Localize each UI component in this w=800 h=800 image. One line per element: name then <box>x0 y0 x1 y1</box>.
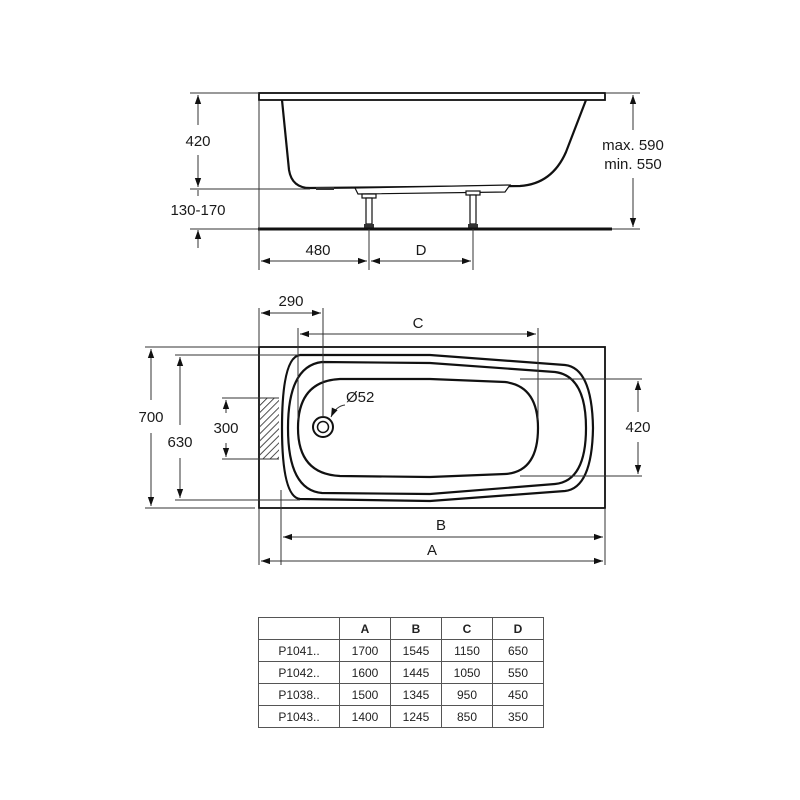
value-c: 950 <box>441 683 493 706</box>
support-leg <box>361 193 377 228</box>
tub-outline <box>258 346 606 509</box>
dim-outer-width: 700 <box>138 409 163 426</box>
dim-rim-height: 420 <box>185 133 210 150</box>
table-row: P1043.. 1400 1245 850 350 <box>258 705 544 728</box>
value-d: 550 <box>492 661 544 684</box>
dim-total-height-max: max. 590 <box>602 137 664 154</box>
dim-drain-diameter: Ø52 <box>346 389 374 406</box>
inner-contour <box>286 360 588 496</box>
drain-icon <box>312 416 334 438</box>
value-a: 1400 <box>339 705 391 728</box>
table-header-b: B <box>390 617 442 640</box>
model-cell: P1041.. <box>258 639 340 662</box>
support-leg <box>465 190 481 228</box>
value-a: 1500 <box>339 683 391 706</box>
dim-inner-width: 630 <box>167 434 192 451</box>
dimensions-table: A B C D P1041.. 1700 1545 1150 650 P1042… <box>258 617 544 728</box>
dim-leg-height: 130-170 <box>170 202 225 219</box>
model-cell: P1038.. <box>258 683 340 706</box>
value-a: 1700 <box>339 639 391 662</box>
value-b: 1345 <box>390 683 442 706</box>
top-view: Ø52 290 C 700 630 <box>138 293 651 565</box>
value-d: 650 <box>492 639 544 662</box>
value-b: 1245 <box>390 705 442 728</box>
value-b: 1445 <box>390 661 442 684</box>
side-view: 420 130-170 max. 590 min. 550 480 D <box>170 92 664 270</box>
dim-inner-rim-length: B <box>436 517 446 534</box>
model-cell: P1043.. <box>258 705 340 728</box>
value-b: 1545 <box>390 639 442 662</box>
dim-leg-spacing: D <box>416 242 427 259</box>
value-c: 1050 <box>441 661 493 684</box>
dim-bottom-width: 420 <box>625 419 650 436</box>
bottom-contour <box>296 377 540 479</box>
table-header-model <box>258 617 340 640</box>
dim-overall-length: A <box>427 542 437 559</box>
table-header-a: A <box>339 617 391 640</box>
table-row: P1038.. 1500 1345 950 450 <box>258 683 544 706</box>
value-c: 1150 <box>441 639 493 662</box>
table-row: P1042.. 1600 1445 1050 550 <box>258 661 544 684</box>
dim-access-panel: 300 <box>213 420 238 437</box>
tub-body <box>280 99 588 190</box>
table-header-c: C <box>441 617 493 640</box>
table-header-row: A B C D <box>258 617 544 640</box>
value-d: 350 <box>492 705 544 728</box>
value-a: 1600 <box>339 661 391 684</box>
access-panel-hatch <box>260 398 279 459</box>
dim-total-height-min: min. 550 <box>604 156 662 173</box>
dim-inner-length: C <box>413 315 424 332</box>
table-header-d: D <box>492 617 544 640</box>
dim-drain-offset: 290 <box>278 293 303 310</box>
tub-rim <box>258 92 606 101</box>
dim-leg-offset: 480 <box>305 242 330 259</box>
value-c: 850 <box>441 705 493 728</box>
model-cell: P1042.. <box>258 661 340 684</box>
value-d: 450 <box>492 683 544 706</box>
table-row: P1041.. 1700 1545 1150 650 <box>258 639 544 662</box>
rim-contour <box>280 353 595 503</box>
